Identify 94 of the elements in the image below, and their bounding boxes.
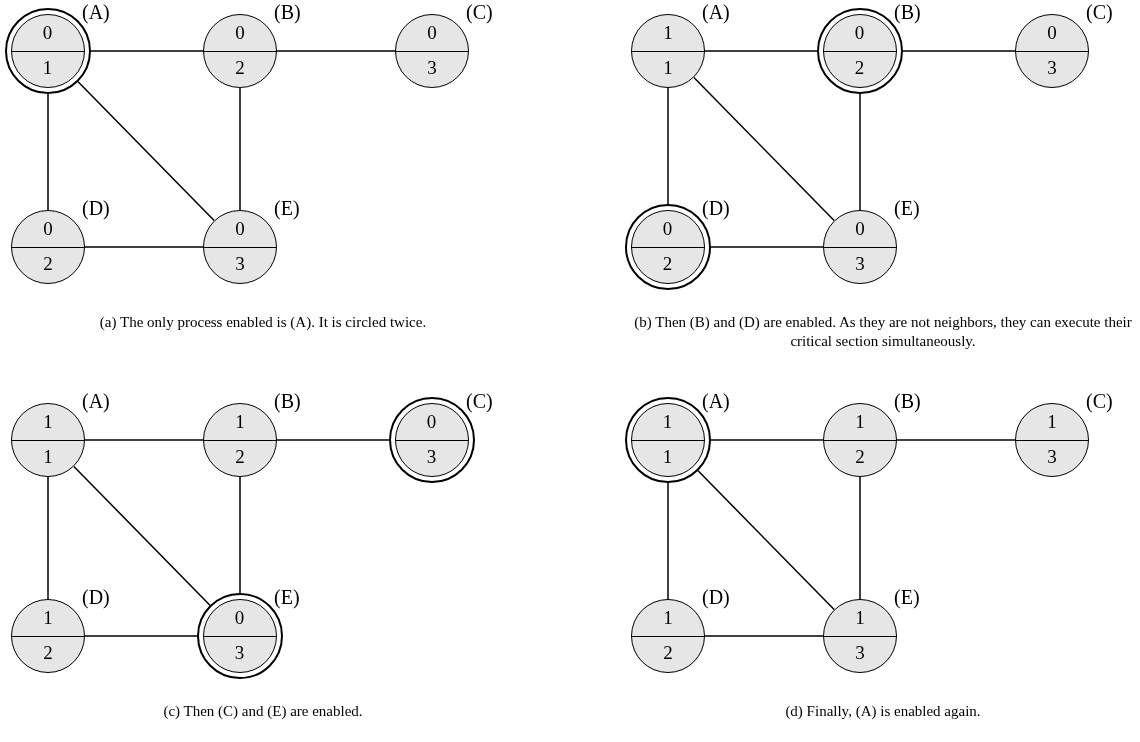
process-circle xyxy=(10,13,85,88)
edge-line xyxy=(697,469,835,611)
process-circle xyxy=(630,209,705,284)
process-label: (C) xyxy=(1086,1,1113,24)
lower-number: 3 xyxy=(1047,57,1057,79)
lower-number: 2 xyxy=(855,446,865,468)
upper-number: 1 xyxy=(855,411,865,433)
upper-number: 0 xyxy=(1047,22,1057,44)
edge-line xyxy=(84,635,198,637)
lower-number: 2 xyxy=(235,446,245,468)
edge-line xyxy=(239,87,241,211)
process-circle xyxy=(394,402,469,477)
edge-line xyxy=(276,439,390,441)
lower-number: 3 xyxy=(426,445,437,468)
edge-line xyxy=(47,93,49,211)
lower-number: 2 xyxy=(43,253,53,275)
lower-number: 2 xyxy=(663,642,673,664)
edge-line xyxy=(704,635,824,637)
upper-number: 1 xyxy=(663,607,673,629)
figure-caption: (b) Then (B) and (D) are enabled. As they are not neighbors, they can execute their critical section simultaneously. xyxy=(633,313,1133,351)
upper-number: 1 xyxy=(662,410,673,433)
edge-line xyxy=(859,476,861,600)
process-label: (B) xyxy=(894,1,921,24)
lower-number: 1 xyxy=(662,445,673,468)
process-label: (C) xyxy=(466,390,493,413)
upper-number: 1 xyxy=(663,22,673,44)
process-label: (E) xyxy=(274,586,300,609)
upper-number: 1 xyxy=(43,607,53,629)
upper-number: 0 xyxy=(662,217,673,240)
process-label: (B) xyxy=(894,390,921,413)
edge-line xyxy=(239,476,241,594)
process-label: (E) xyxy=(274,197,300,220)
lower-number: 1 xyxy=(42,56,53,79)
upper-number: 1 xyxy=(235,411,245,433)
lower-number: 3 xyxy=(855,253,865,275)
edge-line xyxy=(710,246,824,248)
lower-number: 3 xyxy=(427,57,437,79)
edge-line xyxy=(710,439,824,441)
upper-number: 0 xyxy=(855,218,865,240)
process-label: (E) xyxy=(894,197,920,220)
lower-number: 3 xyxy=(1047,446,1057,468)
lower-number: 2 xyxy=(235,57,245,79)
process-label: (A) xyxy=(82,390,110,413)
edge-line xyxy=(90,50,204,52)
figure-caption: (a) The only process enabled is (A). It is circled twice. xyxy=(98,313,428,332)
upper-number: 0 xyxy=(426,410,437,433)
edge-line xyxy=(84,439,204,441)
edge-line xyxy=(704,50,818,52)
edge-line xyxy=(667,87,669,205)
upper-number: 1 xyxy=(43,411,53,433)
process-circle xyxy=(822,13,897,88)
lower-number: 1 xyxy=(43,446,53,468)
edge-line xyxy=(667,482,669,600)
process-circle xyxy=(630,402,705,477)
figure-caption: (d) Finally, (A) is enabled again. xyxy=(784,702,982,721)
upper-number: 0 xyxy=(43,218,53,240)
edge-line xyxy=(77,80,215,222)
upper-number: 1 xyxy=(1047,411,1057,433)
process-label: (A) xyxy=(702,1,730,24)
process-label: (A) xyxy=(82,1,110,24)
lower-number: 3 xyxy=(235,253,245,275)
lower-number: 2 xyxy=(662,252,673,275)
edge-line xyxy=(73,465,211,607)
upper-number: 0 xyxy=(235,22,245,44)
upper-number: 0 xyxy=(235,218,245,240)
edge-line xyxy=(859,93,861,211)
upper-number: 1 xyxy=(855,607,865,629)
edge-line xyxy=(902,50,1016,52)
lower-number: 1 xyxy=(663,57,673,79)
figure-caption: (c) Then (C) and (E) are enabled. xyxy=(162,702,364,721)
edge-line xyxy=(47,476,49,600)
process-label: (D) xyxy=(82,197,110,220)
process-label: (D) xyxy=(702,197,730,220)
process-label: (A) xyxy=(702,390,730,413)
process-label: (C) xyxy=(466,1,493,24)
process-label: (B) xyxy=(274,1,301,24)
process-label: (E) xyxy=(894,586,920,609)
upper-number: 0 xyxy=(42,21,53,44)
edge-line xyxy=(896,439,1016,441)
edge-line xyxy=(84,246,204,248)
lower-number: 3 xyxy=(855,642,865,664)
edge-line xyxy=(276,50,396,52)
process-circle xyxy=(202,598,277,673)
process-label: (B) xyxy=(274,390,301,413)
process-label: (C) xyxy=(1086,390,1113,413)
lower-number: 3 xyxy=(234,641,245,664)
edge-line xyxy=(693,76,835,222)
upper-number: 0 xyxy=(854,21,865,44)
lower-number: 2 xyxy=(854,56,865,79)
upper-number: 0 xyxy=(234,606,245,629)
lower-number: 2 xyxy=(43,642,53,664)
upper-number: 0 xyxy=(427,22,437,44)
process-label: (D) xyxy=(702,586,730,609)
process-label: (D) xyxy=(82,586,110,609)
